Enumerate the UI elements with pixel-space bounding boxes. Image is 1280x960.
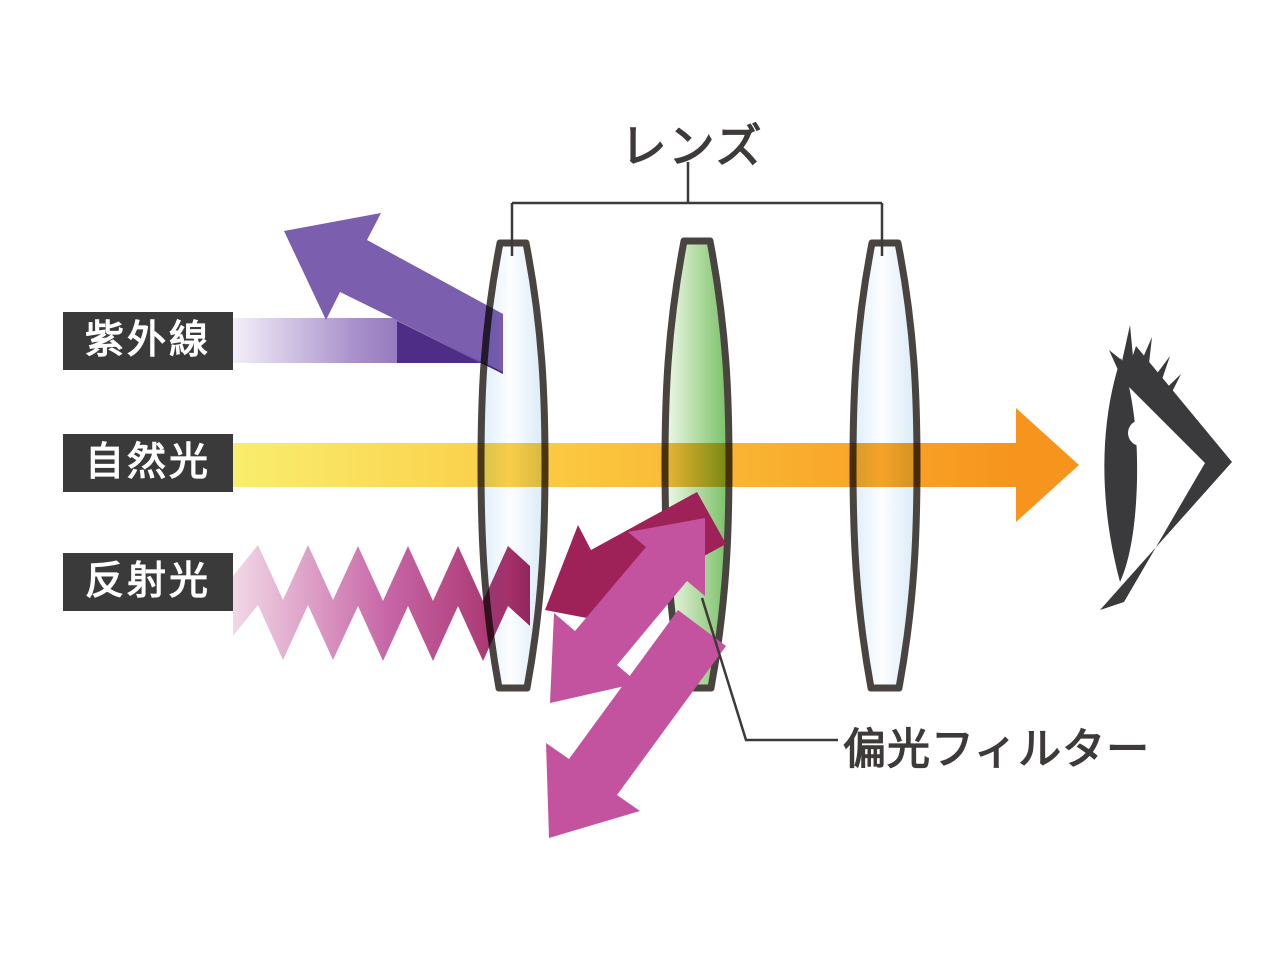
eye-pupil-highlight (1128, 420, 1154, 446)
eye-icon (1100, 325, 1232, 610)
uv-arrow-shadow-fold (397, 321, 503, 374)
natural-light-label: 自然光 (63, 434, 233, 492)
reflected-deflected-arrow (546, 610, 726, 838)
reflected-light-label: 反射光 (63, 553, 233, 611)
natural-light-arrowhead (1016, 408, 1079, 522)
reflected-light-zigzag (233, 545, 530, 661)
eye-lash-3 (1131, 337, 1152, 390)
eye-lid-crescent (1104, 358, 1138, 582)
eye-lash-2 (1119, 325, 1135, 378)
front-lens (477, 239, 549, 692)
uv-deflected-arrow (284, 213, 503, 372)
eye-lash-1 (1109, 350, 1124, 370)
eye-lash-5 (1150, 374, 1181, 410)
reflected-double-arrow (550, 518, 705, 703)
rear-lens (849, 239, 921, 692)
uv-ray-label: 紫外線 (63, 312, 233, 370)
polarizing-filter-label: 偏光フィルター (843, 726, 1151, 774)
eye-lash-4 (1141, 356, 1170, 400)
lens-bracket-line (510, 162, 884, 256)
filter-callout-line (700, 597, 838, 742)
page-title: レンズ (620, 120, 764, 172)
